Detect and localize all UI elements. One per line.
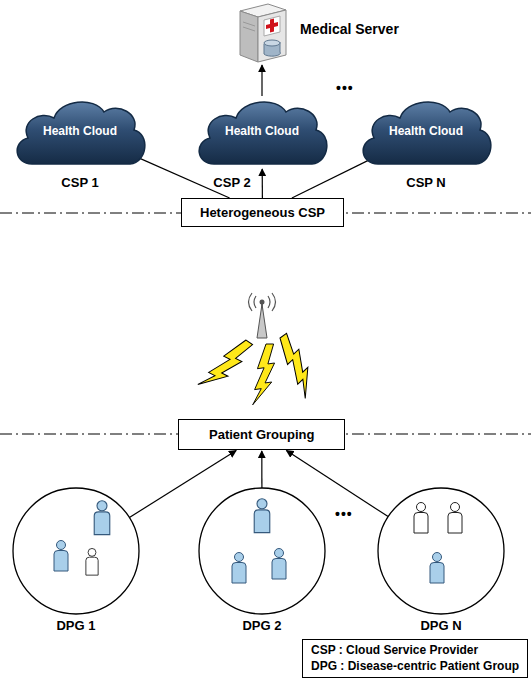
key-line: DPG : Disease-centric Patient Group [311,659,519,675]
arrow-connector [261,65,262,96]
group-label: DPG 2 [197,618,327,633]
circle-outline [376,486,506,616]
circle-outline [11,486,141,616]
arrow-connector [129,451,236,518]
group-circle: DPG 1 [11,486,141,633]
box-label: Patient Grouping [209,427,314,442]
circle-outline [11,486,141,616]
box-label: Heterogeneous CSP [200,205,325,220]
circle-outline [376,486,506,616]
circle-outline [197,486,327,616]
dash-dot-line [0,213,531,434]
key-box: CSP : Cloud Service ProviderDPG : Diseas… [302,639,528,678]
lightning-bolt [198,332,324,405]
group-label: DPG N [376,618,506,633]
ellipsis-dots: ••• [336,80,354,96]
group-circle: DPG N [376,486,506,633]
antenna [249,293,276,338]
group-circle: DPG 2 [197,486,327,633]
cloud-label: Health Cloud [10,92,150,172]
arrow-connector [262,169,263,198]
cloud-label: Health Cloud [356,92,496,172]
provider-label: CSP 2 [162,175,302,190]
server-icon [234,2,290,64]
provider-label: CSP N [356,175,496,190]
patient-figures [54,499,462,583]
server-node: Medical Server [234,2,399,64]
provider-label: CSP 1 [10,175,150,190]
node-label: Medical Server [300,21,399,37]
cloud-node: Health CloudCSP 1 [10,92,150,190]
key-line: CSP : Cloud Service Provider [311,643,519,659]
circle-outline [197,486,327,616]
cloud-label: Health Cloud [192,92,332,172]
arrow-connector [261,451,262,488]
cloud-node: Health CloudCSP 2 [192,92,332,190]
server-icon [234,2,290,64]
process-box: Heterogeneous CSP [181,198,344,227]
group-label: DPG 1 [11,618,141,633]
process-box: Patient Grouping [178,419,345,450]
ellipsis-dots: ••• [335,506,353,522]
cloud-node: Health CloudCSP N [356,92,496,190]
